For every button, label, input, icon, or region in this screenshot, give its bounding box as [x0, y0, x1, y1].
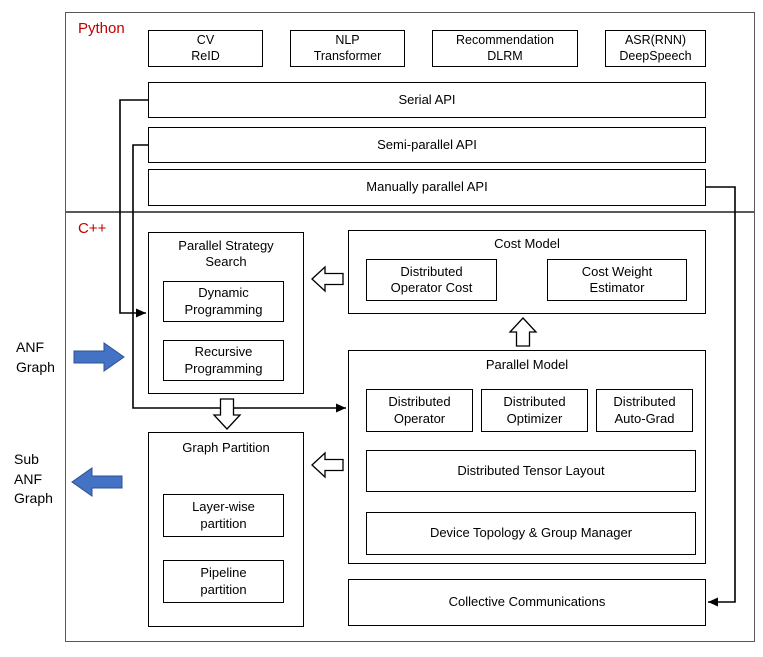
dynamic-programming-box: Dynamic Programming	[163, 281, 284, 322]
distributed-optimizer-box: Distributed Optimizer	[481, 389, 588, 432]
app-box-recommendation-dlrm: Recommendation DLRM	[432, 30, 578, 67]
distributed-tensor-layout-box: Distributed Tensor Layout	[366, 450, 696, 492]
python-section-label: Python	[78, 20, 125, 37]
serial-api-bar: Serial API	[148, 82, 706, 118]
recursive-programming-box: Recursive Programming	[163, 340, 284, 381]
device-topology-group-manager-box: Device Topology & Group Manager	[366, 512, 696, 555]
sub-anf-graph-label: Sub ANF Graph	[14, 451, 53, 507]
anf-graph-label: ANF Graph	[16, 339, 55, 375]
distributed-operator-box: Distributed Operator	[366, 389, 473, 432]
layer-wise-partition-box: Layer-wise partition	[163, 494, 284, 537]
parallel-model-title: Parallel Model	[485, 357, 569, 372]
app-box-nlp-transformer: NLP Transformer	[290, 30, 405, 67]
manually-parallel-api-bar: Manually parallel API	[148, 169, 706, 206]
pipeline-partition-box: Pipeline partition	[163, 560, 284, 603]
cpp-section-label: C++	[78, 220, 107, 237]
collective-communications-box: Collective Communications	[348, 579, 706, 626]
app-box-asr-deepspeech: ASR(RNN) DeepSpeech	[605, 30, 706, 67]
distributed-operator-cost-box: Distributed Operator Cost	[366, 259, 497, 301]
app-box-cv-reid: CV ReID	[148, 30, 263, 67]
graph-partition-title: Graph Partition	[182, 440, 270, 455]
cost-weight-estimator-box: Cost Weight Estimator	[547, 259, 687, 301]
parallel-strategy-search-title: Parallel Strategy Search	[178, 238, 274, 270]
distributed-auto-grad-box: Distributed Auto-Grad	[596, 389, 693, 432]
cost-model-title: Cost Model	[494, 236, 560, 251]
semi-parallel-api-bar: Semi-parallel API	[148, 127, 706, 163]
